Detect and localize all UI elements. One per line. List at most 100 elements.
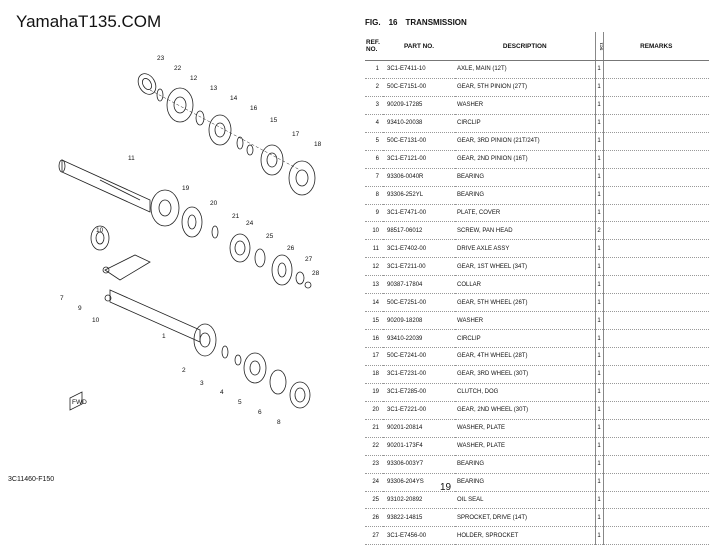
cell-remarks (603, 311, 709, 331)
cell-qty: 2 (594, 221, 604, 241)
cell-remarks (603, 383, 709, 402)
cell-part-no: 3C1-E7211-00 (383, 257, 455, 277)
cell-part-no: 93410-22039 (383, 329, 455, 348)
header-remarks: REMARKS (603, 32, 709, 61)
cell-remarks (603, 526, 709, 545)
cell-part-no: 93410-20038 (383, 114, 455, 133)
cell-ref: 15 (365, 311, 383, 331)
cell-remarks (603, 491, 709, 510)
cell-description: SCREW, PAN HEAD (455, 221, 595, 241)
cell-qty: 1 (594, 329, 604, 348)
cell-ref: 19 (365, 383, 383, 402)
callout-label: 5 (238, 399, 242, 406)
callout-label: 13 (210, 85, 218, 92)
cell-qty: 1 (594, 275, 604, 295)
cell-part-no: 3C1-E7221-00 (383, 401, 455, 420)
cell-part-no: 3C1-E7402-00 (383, 239, 455, 259)
parts-table: REF. NO. PART NO. DESCRIPTION SC1 REMARK… (365, 32, 709, 545)
cell-ref: 23 (365, 455, 383, 474)
page-number: 19 (440, 482, 452, 493)
cell-remarks (603, 437, 709, 456)
cell-description: CIRCLIP (455, 114, 595, 133)
cell-description: AXLE, MAIN (12T) (455, 60, 595, 79)
callout-label: 8 (277, 419, 281, 426)
cell-ref: 27 (365, 526, 383, 545)
gear-12 (166, 87, 194, 123)
callout-label: 25 (266, 233, 274, 240)
cell-qty: 1 (594, 311, 604, 331)
cell-part-no: 3C1-E7121-00 (383, 150, 455, 169)
cell-description: GEAR, 5TH WHEEL (26T) (455, 293, 595, 313)
cell-qty: 1 (594, 114, 604, 133)
gear-14 (208, 114, 232, 146)
callout-label: 4 (220, 389, 224, 396)
cell-remarks (603, 150, 709, 169)
holder-27 (295, 271, 305, 285)
main-axle-1 (109, 289, 201, 343)
cell-qty: 1 (594, 168, 604, 187)
cell-description: WASHER, PLATE (455, 419, 595, 438)
cell-remarks (603, 60, 709, 79)
callout-label: 17 (292, 131, 300, 138)
cell-description: GEAR, 4TH WHEEL (28T) (455, 347, 595, 366)
washer-22 (156, 88, 164, 102)
diagram-caption: 3C11460-F150 (8, 476, 55, 483)
cell-ref: 20 (365, 401, 383, 420)
cell-remarks (603, 168, 709, 187)
callout-label: 21 (232, 213, 240, 220)
cell-description: OIL SEAL (455, 491, 595, 510)
cell-ref: 6 (365, 150, 383, 169)
cell-ref: 1 (365, 60, 383, 79)
callout-label: 3 (200, 380, 204, 387)
cell-ref: 5 (365, 132, 383, 151)
cell-part-no: 3C1-E7285-00 (383, 383, 455, 402)
plate-cover-9 (104, 254, 151, 281)
cell-ref: 11 (365, 239, 383, 259)
cell-remarks (603, 78, 709, 97)
cell-description: GEAR, 1ST WHEEL (34T) (455, 257, 595, 277)
callout-label: 10 (96, 227, 104, 234)
site-title: YamahaT135.COM (16, 12, 162, 31)
cell-qty: 1 (594, 419, 604, 438)
cell-qty: 1 (594, 401, 604, 420)
figure-label: FIG. (365, 18, 381, 27)
circlip-16 (246, 144, 254, 156)
cell-remarks (603, 365, 709, 384)
cell-ref: 25 (365, 491, 383, 510)
header-description: DESCRIPTION (455, 32, 595, 61)
drive-axle (61, 159, 151, 213)
callout-label: 10 (92, 317, 100, 324)
bolt-28 (304, 281, 312, 289)
callout-label: 26 (287, 245, 295, 252)
gear-20 (181, 206, 203, 238)
cell-ref: 24 (365, 473, 383, 492)
callout-label: 12 (190, 75, 198, 82)
cell-qty: 1 (594, 204, 604, 223)
cell-qty: 1 (594, 186, 604, 205)
cell-qty: 1 (594, 365, 604, 384)
cell-part-no: 93306-0040R (383, 168, 455, 187)
gear-6 (269, 369, 287, 395)
cell-description: GEAR, 3RD WHEEL (30T) (455, 365, 595, 384)
callout-label: 18 (314, 141, 322, 148)
gear-2 (193, 323, 217, 357)
cell-description: BEARING (455, 455, 595, 474)
cell-part-no: 50C-E7131-00 (383, 132, 455, 151)
cell-ref: 9 (365, 204, 383, 223)
cell-description: PLATE, COVER (455, 204, 595, 223)
front-mark-label: FWD (72, 399, 87, 406)
callout-label: 15 (270, 117, 278, 124)
